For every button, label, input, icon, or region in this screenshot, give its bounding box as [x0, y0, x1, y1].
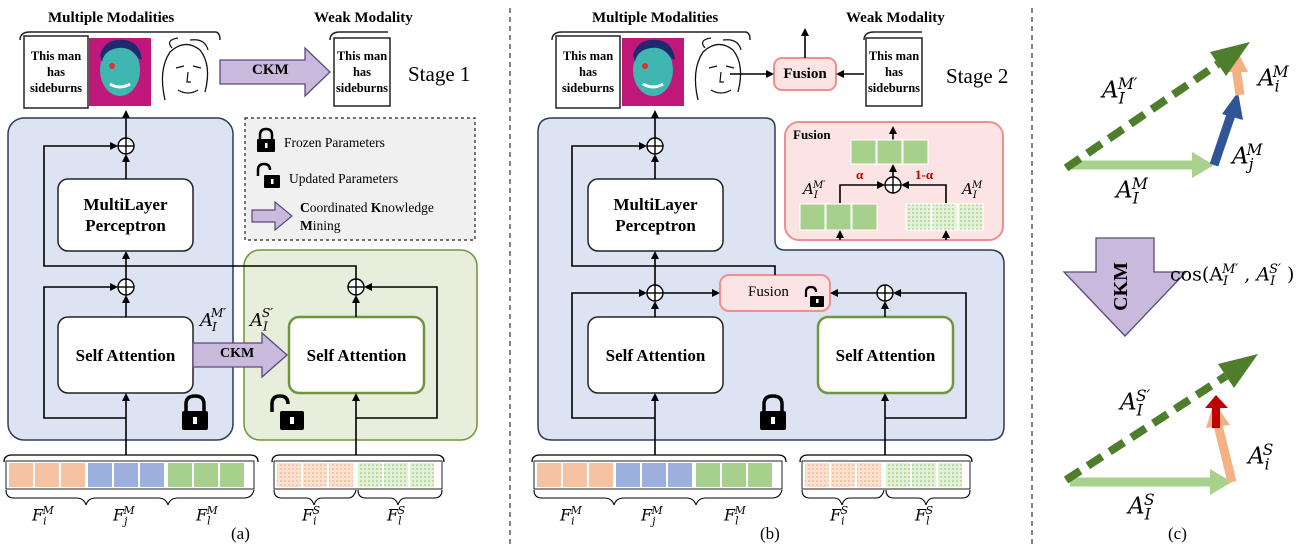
ckm-arrow-a	[219, 46, 331, 98]
one-minus-alpha-label: 1-α	[915, 167, 934, 182]
self-attn-right-label-a: Self Attention	[306, 345, 407, 365]
stage-2-label: Stage 2	[946, 64, 1009, 88]
self-attn-left-label-a: Self Attention	[75, 345, 176, 365]
doc-stack-a	[19, 31, 221, 109]
weak-modality-label-b: Weak Modality	[846, 10, 945, 26]
ckm-down-label: CKM	[1110, 262, 1132, 311]
doc-text-b: This man has sideburns	[561, 49, 615, 95]
fusion-top-label: Fusion	[783, 65, 827, 82]
doc-text-a: This man has sideburns	[29, 49, 83, 95]
lock-icon-updated-b	[804, 285, 824, 307]
vec-a-is-bottom: AiS	[1248, 440, 1274, 474]
cos-expression: cos(AIM′, AIS′)	[1170, 262, 1295, 290]
multiple-modalities-label-a: Multiple Modalities	[48, 10, 175, 26]
token-label-fis-a: FiS	[302, 504, 321, 528]
caption-b: (b)	[760, 524, 780, 543]
lock-icon-frozen-a	[182, 394, 208, 430]
token-row-b-weak	[799, 454, 973, 506]
fusion-a-im-prime-label: AIM′	[803, 180, 826, 201]
vec-a-is-prime-bottom: AIS′	[1120, 386, 1151, 420]
doc-weak-a	[329, 31, 388, 41]
self-attn-left-label-b: Self Attention	[605, 345, 706, 365]
token-row-a	[3, 454, 259, 506]
legend-frozen-label: Frozen Parameters	[284, 135, 385, 150]
a-im-prime-label-a: AIM′	[200, 306, 227, 334]
legend-lock-frozen-icon	[257, 127, 275, 152]
vec-a-lm-top: AIM	[1116, 174, 1148, 208]
vector-diagram-bottom	[1063, 354, 1258, 495]
legend-updated-label: Updated Parameters	[289, 171, 399, 186]
fusion-detail-title: Fusion	[793, 127, 831, 142]
self-attn-right-label-b: Self Attention	[835, 345, 936, 365]
mlp-label-a: MultiLayer Perceptron	[83, 195, 168, 235]
token-label-fim-b: FiM	[560, 504, 582, 528]
token-label-flm-b: FlM	[724, 504, 746, 528]
mlp-label-b: MultiLayer Perceptron	[613, 195, 698, 235]
token-label-fis-b: FiS	[830, 504, 849, 528]
vector-diagram-top	[1063, 42, 1250, 178]
ckm-arrow-label-a: CKM	[252, 62, 289, 78]
legend-ckm-icon	[251, 200, 293, 232]
caption-c: (c)	[1168, 524, 1187, 543]
vec-a-ls-bottom: AIS	[1128, 490, 1155, 524]
weak-modality-label-a: Weak Modality	[314, 10, 413, 26]
vec-a-im-prime-top: AIM′	[1102, 74, 1138, 108]
stage-1-label: Stage 1	[408, 62, 471, 86]
weak-doc-text-a: This man has sideburns	[335, 49, 389, 95]
token-label-fim-a: FiM	[32, 504, 54, 528]
weak-doc-text-b: This man has sideburns	[867, 49, 921, 95]
multiple-modalities-label-b: Multiple Modalities	[592, 10, 719, 26]
ckm-mid-arrow-a	[192, 331, 288, 379]
token-row-b	[531, 454, 787, 506]
caption-a: (a)	[231, 524, 250, 543]
token-label-fls-a: FlS	[387, 504, 406, 528]
lock-icon-frozen-b	[760, 394, 786, 430]
token-label-fjm-b: FjM	[641, 504, 663, 528]
a-is-prime-label-a: AIS′	[250, 306, 274, 334]
alpha-label: α	[856, 167, 864, 182]
vec-a-im-top: AiM	[1258, 62, 1289, 96]
legend-lock-updated-icon	[256, 162, 280, 188]
lock-icon-updated-a	[270, 394, 304, 430]
vec-a-jm-top: AjM	[1232, 140, 1263, 174]
token-row-a-weak	[271, 454, 445, 506]
fusion-mid-label: Fusion	[748, 284, 789, 300]
ckm-down-arrow	[1062, 237, 1188, 337]
token-label-flm-a: FlM	[196, 504, 218, 528]
token-label-fjm-a: FjM	[113, 504, 135, 528]
token-label-fls-b: FlS	[915, 504, 934, 528]
fusion-detail-tokens	[799, 139, 984, 231]
ckm-mid-label-a: CKM	[220, 346, 255, 361]
doc-stack-b	[551, 31, 751, 109]
fusion-a-im-label: AIM	[962, 180, 983, 201]
